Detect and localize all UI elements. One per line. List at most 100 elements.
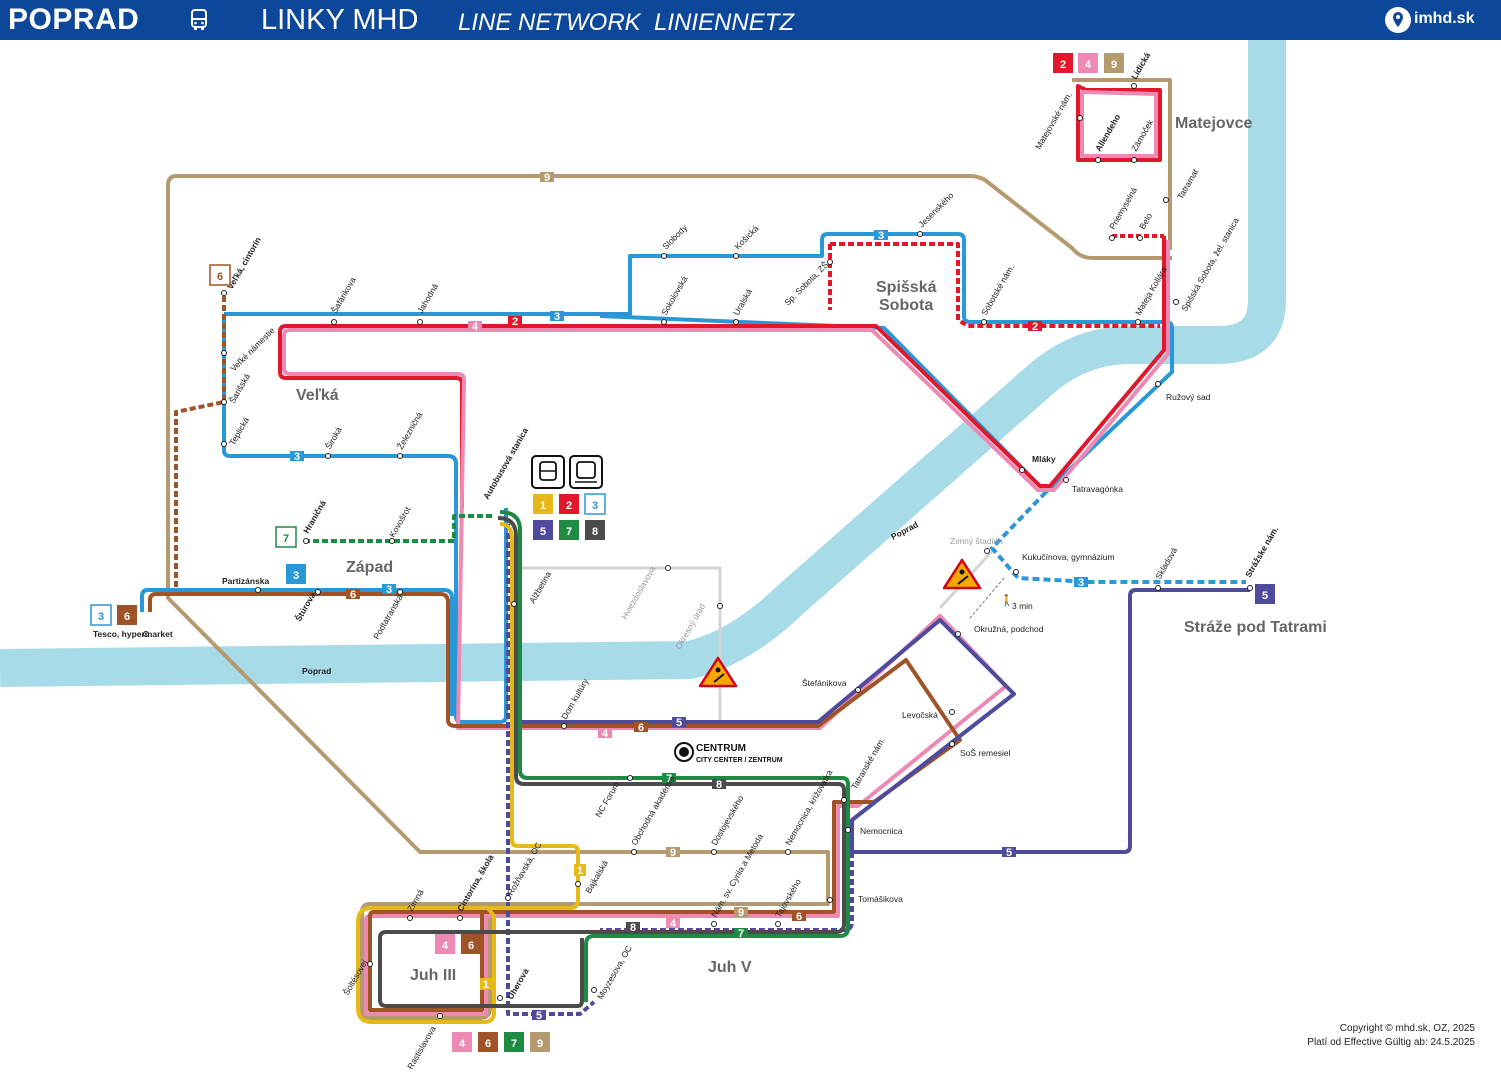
svg-text:7: 7 (283, 533, 289, 545)
badges-hranicna: 7 (275, 526, 297, 548)
map-title: LINKY MHD (261, 4, 419, 36)
svg-text:Teplická: Teplická (227, 415, 251, 447)
svg-text:Dom kultúry: Dom kultúry (559, 676, 591, 721)
badges-matejovce: 2 4 9 (1053, 53, 1124, 73)
svg-text:Tatravagónka: Tatravagónka (1072, 484, 1123, 494)
svg-text:Jesenského: Jesenského (916, 190, 955, 229)
svg-text:Ružový sad: Ružový sad (1166, 392, 1211, 402)
copyright-text: Copyright © mhd.sk, OZ, 2025 (1339, 1023, 1475, 1034)
district-juh-3: Juh III (410, 967, 456, 984)
route-line-2 (278, 84, 1166, 508)
svg-text:3 min: 3 min (1012, 601, 1033, 611)
svg-text:4: 4 (459, 1038, 466, 1050)
footer: Copyright © mhd.sk, OZ, 2025 Platí od Ef… (1307, 1022, 1475, 1050)
svg-text:4: 4 (602, 728, 609, 740)
header-bar: POPRAD LINKY MHD LINE NETWORK LINIENNETZ… (0, 0, 1501, 40)
svg-text:6: 6 (638, 722, 644, 734)
svg-text:3: 3 (98, 611, 104, 623)
svg-text:Priemyselná: Priemyselná (1107, 185, 1139, 231)
svg-text:6: 6 (468, 940, 474, 952)
svg-text:Tesco, hypermarket: Tesco, hypermarket (93, 629, 173, 639)
svg-text:Allendeho: Allendeho (1093, 112, 1122, 153)
svg-text:9: 9 (537, 1038, 543, 1050)
walk-indicator: 🚶 3 min (969, 577, 1033, 619)
svg-text:Strážske nám.: Strážske nám. (1243, 524, 1280, 579)
svg-text:4: 4 (670, 918, 677, 930)
svg-text:Dostojevského: Dostojevského (709, 793, 746, 847)
svg-text:3: 3 (294, 451, 300, 463)
valid-from-text: Platí od Effective Gültig ab: 24.5.2025 (1307, 1037, 1475, 1048)
svg-text:Rožňavská, OC: Rožňavská, OC (505, 840, 543, 897)
line-network-map: Poprad Poprad (0, 40, 1327, 1071)
district-labels: Matejovce Spišská Sobota Veľká Západ Juh… (296, 115, 1327, 984)
svg-text:Autobusová stanica: Autobusová stanica (481, 426, 530, 501)
svg-text:8: 8 (716, 779, 722, 791)
badges-juh3: 4 6 (435, 934, 481, 954)
svg-text:Šarišská: Šarišská (227, 372, 252, 405)
svg-text:Hraničná: Hraničná (301, 498, 328, 535)
svg-text:7: 7 (511, 1038, 517, 1050)
svg-text:3: 3 (1078, 577, 1084, 589)
svg-text:CENTRUM: CENTRUM (696, 743, 746, 754)
svg-text:Sokolovská: Sokolovská (659, 274, 690, 317)
svg-text:Veľké námestie: Veľké námestie (228, 325, 276, 373)
svg-text:4: 4 (442, 940, 449, 952)
svg-text:Matejovské nám.: Matejovské nám. (1033, 90, 1074, 151)
svg-text:9: 9 (670, 847, 676, 859)
district-velka: Veľká (296, 387, 339, 404)
svg-text:Veľká, cintorín: Veľká, cintorín (225, 235, 263, 291)
svg-text:Rastislavova: Rastislavova (405, 1024, 438, 1071)
svg-text:Alžbetina: Alžbetina (527, 569, 553, 605)
svg-text:7: 7 (738, 928, 744, 940)
badges-tesco: 3 6 (90, 604, 137, 626)
route-line-9 (166, 78, 1172, 1020)
svg-text:Podtatranská: Podtatranská (371, 592, 405, 641)
river-label-1: Poprad (302, 666, 331, 676)
line-tags: 9 3 4 2 3 2 3 6 3 3 4 6 5 7 8 9 5 4 9 6 … (290, 172, 1088, 1022)
svg-text:Štefánikova: Štefánikova (802, 678, 847, 688)
district-spisska-sobota-1: Spišská (876, 279, 937, 296)
centrum-marker: CENTRUM CITY CENTER / ZENTRUM (674, 742, 783, 764)
svg-text:Levočská: Levočská (902, 710, 938, 720)
svg-text:Hviezdoslavova: Hviezdoslavova (619, 564, 658, 621)
svg-text:7: 7 (566, 526, 572, 538)
svg-text:6: 6 (350, 589, 356, 601)
svg-text:Bajkalská: Bajkalská (583, 858, 610, 895)
svg-text:SoŠ remesiel: SoŠ remesiel (960, 748, 1011, 758)
svg-text:Nemocnica: Nemocnica (860, 826, 903, 836)
svg-text:4: 4 (1085, 59, 1092, 71)
svg-text:CITY CENTER / ZENTRUM: CITY CENTER / ZENTRUM (696, 757, 783, 764)
svg-text:9: 9 (1111, 59, 1117, 71)
district-straze: Stráže pod Tatrami (1184, 619, 1327, 636)
svg-text:🚶: 🚶 (1000, 594, 1014, 607)
map-title-en: LINE NETWORK (458, 9, 641, 36)
svg-text:2: 2 (1060, 59, 1066, 71)
badges-rastislavova: 4 6 7 9 (452, 1032, 550, 1052)
svg-text:Sp. Sobota, ZŠ: Sp. Sobota, ZŠ (782, 259, 830, 307)
svg-text:Kukučínova, gymnázium: Kukučínova, gymnázium (1022, 552, 1115, 562)
imhd-logo-text[interactable]: imhd.sk (1414, 10, 1475, 27)
roadwork-icon-2 (698, 656, 738, 688)
svg-text:5: 5 (1006, 847, 1012, 859)
bus-icon (191, 9, 207, 30)
svg-text:Kovošrot: Kovošrot (387, 504, 413, 539)
svg-text:Tatramat: Tatramat (1175, 167, 1201, 201)
svg-text:1: 1 (483, 979, 489, 991)
roadwork-icon (942, 558, 982, 590)
city-name: POPRAD (8, 3, 140, 36)
svg-text:Zámoček: Zámoček (1129, 117, 1156, 153)
svg-text:8: 8 (630, 922, 636, 934)
svg-text:6: 6 (485, 1038, 491, 1050)
route-line-7 (304, 510, 850, 1002)
svg-text:Belo: Belo (1137, 211, 1154, 231)
svg-text:Košická: Košická (732, 223, 760, 251)
svg-text:8: 8 (592, 526, 598, 538)
district-juh-5: Juh V (708, 959, 752, 976)
river-poprad (0, 40, 1286, 687)
svg-text:6: 6 (124, 611, 130, 623)
route-line-1 (356, 522, 580, 1024)
terminus-badges: 2 4 9 1 2 3 5 7 8 6 7 3 3 6 5 4 6 (90, 53, 1275, 1052)
stop-markers (143, 83, 1253, 1019)
badges-straze: 5 (1255, 584, 1275, 604)
imhd-logo-icon[interactable] (1384, 6, 1412, 34)
